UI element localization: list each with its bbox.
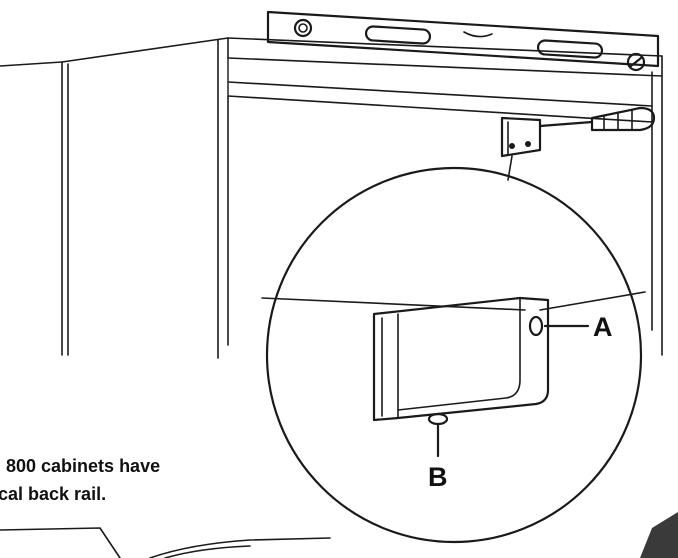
callout-a-label: A [593, 312, 613, 342]
corner-wedge [640, 512, 678, 558]
spirit-level-icon [266, 10, 660, 72]
note-line-1: 800 cabinets have [6, 456, 160, 476]
cabinet-outline [0, 37, 663, 359]
note-text: 800 cabinets have cal back rail. [0, 456, 160, 504]
callout-b-label: B [428, 462, 448, 492]
screwdriver-icon [538, 106, 656, 132]
note-line-2: cal back rail. [0, 484, 106, 504]
lower-cabinet-fragment [0, 527, 331, 558]
detail-magnifier [261, 166, 646, 544]
callout-a: A [543, 312, 613, 342]
callout-b: B [428, 422, 448, 492]
mounting-bracket-small [500, 116, 542, 181]
